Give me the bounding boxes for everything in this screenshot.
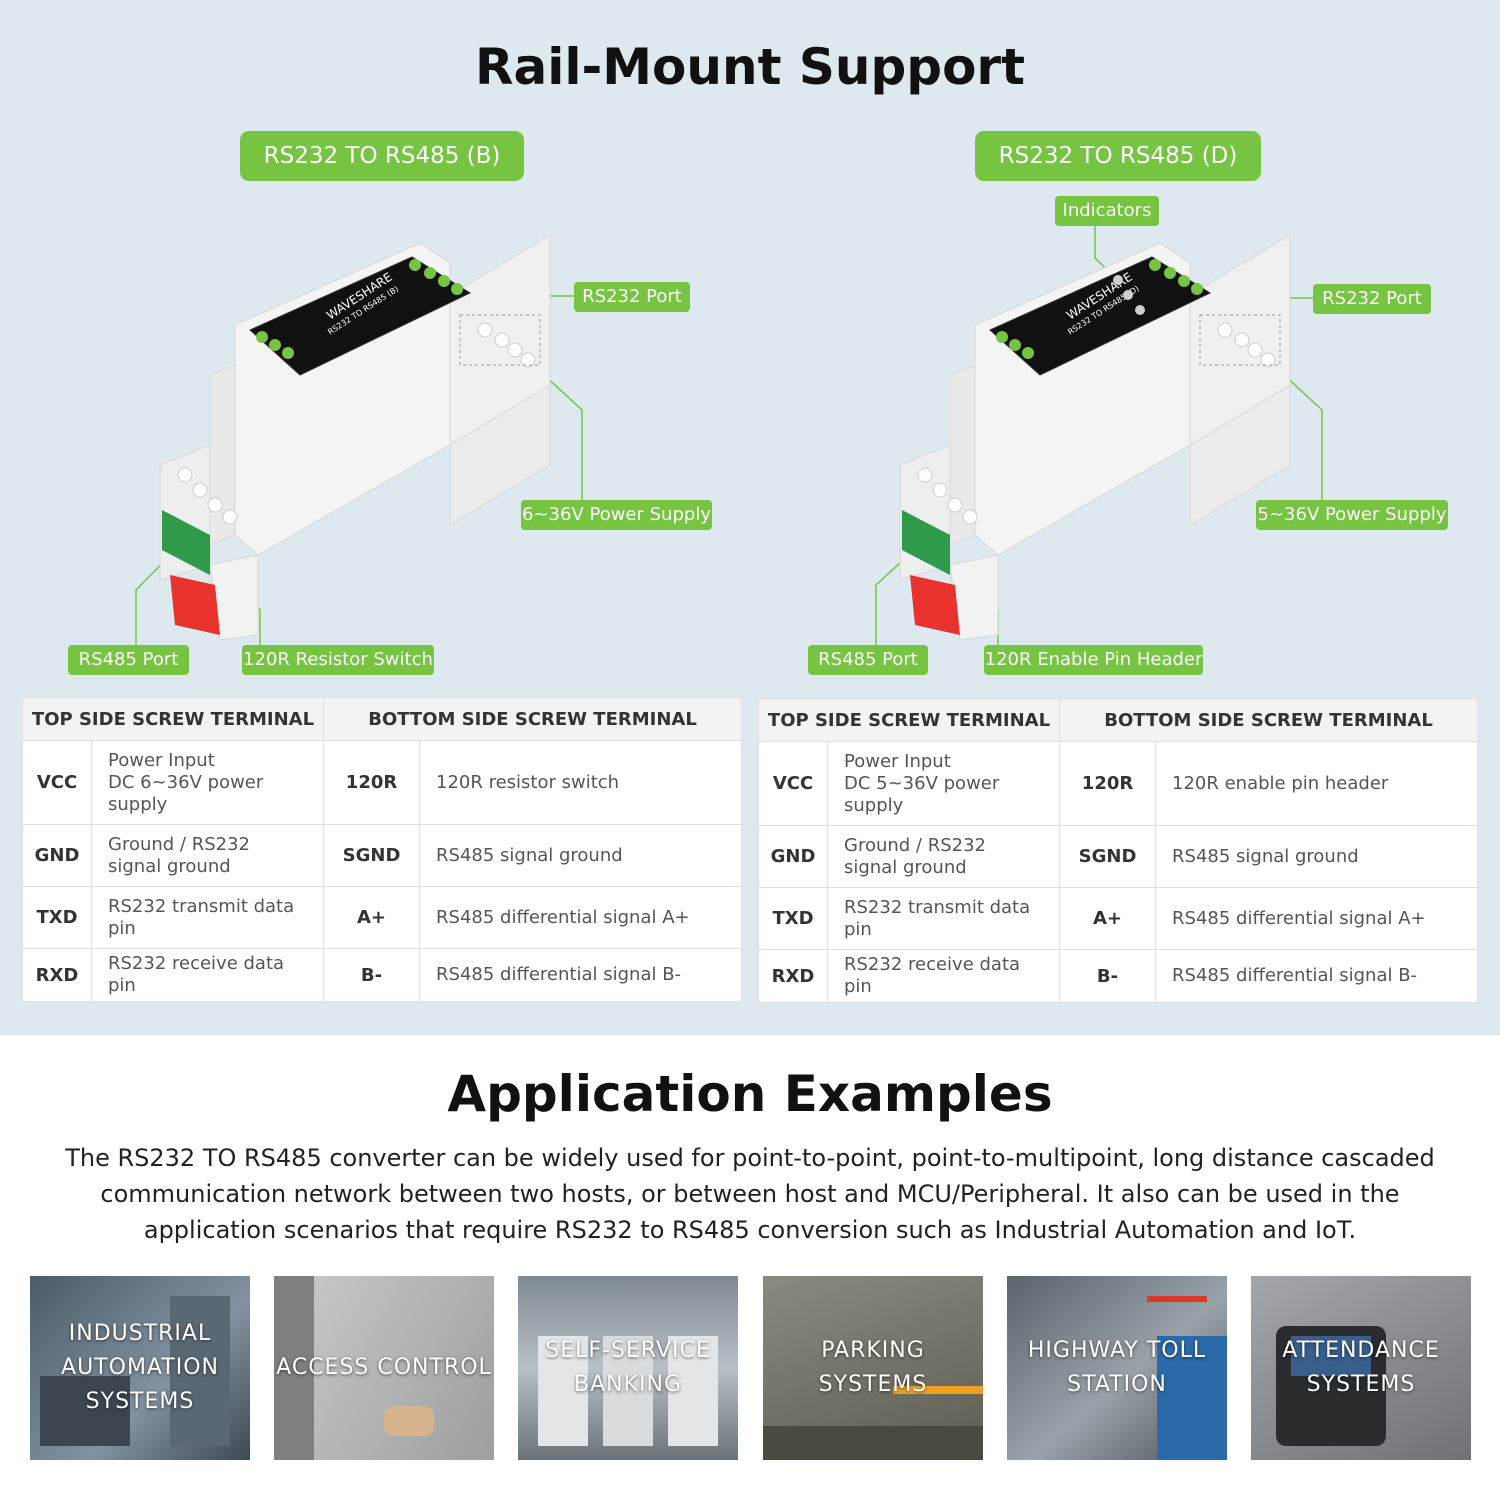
pin-name: 120R	[323, 740, 421, 825]
converter-device-b: WAVESHARE RS232 TO RS485 (B)	[159, 235, 551, 641]
pin-name: A+	[1059, 887, 1157, 950]
pin-name: TXD	[22, 886, 92, 949]
model-label-d: RS232 TO RS485 (D)	[975, 131, 1261, 181]
app-card-attendance-systems: ATTENDANCE SYSTEMS	[1251, 1276, 1471, 1460]
pin-name: GND	[22, 824, 92, 887]
pin-description: RS232 receive data pin	[90, 948, 325, 1002]
pin-description: Power Input DC 6~36V power supply	[90, 740, 325, 825]
app-card-self-service-banking: SELF-SERVICE BANKING	[518, 1276, 738, 1460]
applications-title: Application Examples	[447, 1065, 1053, 1123]
app-card-label: SELF-SERVICE BANKING	[545, 1338, 711, 1397]
pin-name: RXD	[22, 948, 92, 1002]
pin-description: Ground / RS232 signal ground	[826, 825, 1061, 888]
pin-description: RS485 differential signal B-	[1155, 949, 1479, 1003]
callout-power-supply: 6~36V Power Supply	[521, 500, 712, 530]
header-top-terminal: TOP SIDE SCREW TERMINAL	[21, 697, 325, 741]
pin-name: 120R	[1059, 741, 1157, 826]
terminal-table-b: TOP SIDE SCREW TERMINAL BOTTOM SIDE SCRE…	[21, 697, 743, 1002]
pin-description: RS232 transmit data pin	[826, 887, 1061, 950]
app-card-label: ATTENDANCE SYSTEMS	[1282, 1338, 1440, 1397]
pin-description: Ground / RS232 signal ground	[90, 824, 325, 887]
callout-enable-pin-header: 120R Enable Pin Header	[984, 645, 1203, 675]
callout-rs232-port: RS232 Port	[574, 282, 690, 312]
pin-description: RS485 differential signal A+	[1155, 887, 1479, 950]
pin-name: RXD	[758, 949, 828, 1003]
header-bottom-terminal: BOTTOM SIDE SCREW TERMINAL	[1059, 698, 1479, 742]
callout-resistor-switch: 120R Resistor Switch	[242, 645, 434, 675]
pin-description: RS232 receive data pin	[826, 949, 1061, 1003]
callout-rs485-port: RS485 Port	[808, 645, 928, 675]
app-card-access-control: ACCESS CONTROL	[274, 1276, 494, 1460]
pin-name: SGND	[1059, 825, 1157, 888]
app-card-label: HIGHWAY TOLL STATION	[1027, 1338, 1207, 1397]
terminal-table-d: TOP SIDE SCREW TERMINAL BOTTOM SIDE SCRE…	[757, 698, 1479, 1003]
pin-name: TXD	[758, 887, 828, 950]
pin-description: 120R enable pin header	[1155, 741, 1479, 826]
pin-description: RS485 signal ground	[1155, 825, 1479, 888]
header-bottom-terminal: BOTTOM SIDE SCREW TERMINAL	[323, 697, 743, 741]
pin-description: Power Input DC 5~36V power supply	[826, 741, 1061, 826]
pin-description: RS232 transmit data pin	[90, 886, 325, 949]
callout-rs232-port: RS232 Port	[1313, 284, 1431, 314]
app-card-label: INDUSTRIAL AUTOMATION SYSTEMS	[61, 1321, 219, 1414]
converter-device-d: WAVESHARE RS232 TO RS485 (D)	[899, 235, 1291, 641]
applications-description: The RS232 TO RS485 converter can be wide…	[65, 1144, 1435, 1244]
app-card-label: PARKING SYSTEMS	[818, 1338, 928, 1397]
header-top-terminal: TOP SIDE SCREW TERMINAL	[757, 698, 1061, 742]
app-card-highway-toll-station: HIGHWAY TOLL STATION	[1007, 1276, 1227, 1460]
rail-mount-title: Rail-Mount Support	[475, 38, 1025, 96]
pin-description: 120R resistor switch	[419, 740, 743, 825]
pin-name: B-	[323, 948, 421, 1002]
pin-name: A+	[323, 886, 421, 949]
app-card-label: ACCESS CONTROL	[276, 1355, 492, 1380]
app-card-parking-systems: PARKING SYSTEMS	[763, 1276, 983, 1460]
pin-name: B-	[1059, 949, 1157, 1003]
pin-name: SGND	[323, 824, 421, 887]
pin-description: RS485 differential signal B-	[419, 948, 743, 1002]
callout-rs485-port: RS485 Port	[68, 645, 189, 675]
pin-name: VCC	[22, 740, 92, 825]
pin-name: VCC	[758, 741, 828, 826]
model-label-b: RS232 TO RS485 (B)	[240, 131, 524, 181]
pin-name: GND	[758, 825, 828, 888]
pin-description: RS485 signal ground	[419, 824, 743, 887]
app-card-industrial-automation: INDUSTRIAL AUTOMATION SYSTEMS	[30, 1276, 250, 1460]
callout-indicators: Indicators	[1055, 196, 1159, 226]
callout-power-supply: 5~36V Power Supply	[1256, 500, 1448, 530]
pin-description: RS485 differential signal A+	[419, 886, 743, 949]
